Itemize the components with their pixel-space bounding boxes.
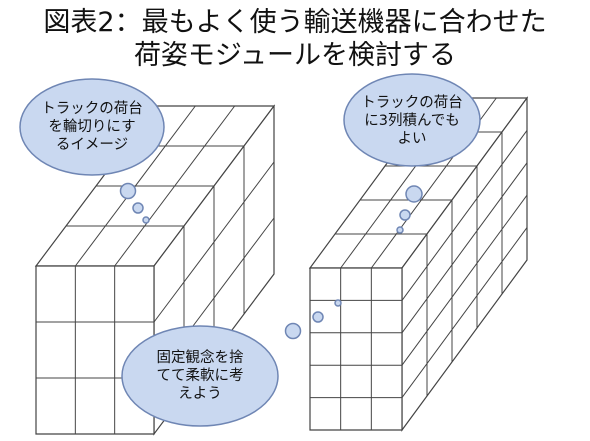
thought-dot [284,322,302,340]
bubble-left-line-2: を輪切りにす [48,119,136,135]
bubble-right-line-2: に3列積んでも [364,113,460,129]
diagram-title: 図表2：最もよく使う輸送機器に合わせた 荷姿モジュールを検討する [0,6,590,72]
grid-line [114,105,236,267]
thought-dot [132,202,144,214]
bubble-bottom-line-3: えよう [178,386,222,402]
front-face [309,267,403,431]
grid-line [401,162,528,334]
grid-line [401,194,528,366]
grid-line [401,227,528,398]
bubble-left-line-3: るイメージ [55,137,129,153]
thought-dot [396,226,404,234]
title-line-2: 荷姿モジュールを検討する [133,40,457,71]
bubble-left-text: トラックの荷台 を輪切りにす るイメージ [30,100,154,154]
thought-dot [405,185,423,203]
grid-line [74,105,196,267]
thought-dot [142,216,150,224]
bubble-bottom-line-2: てて柔軟に考 [156,368,244,384]
bubble-right-text: トラックの荷台 に3列積んでも よい [350,94,474,148]
bubble-right-line-1: トラックの荷台 [361,95,463,111]
thought-dot [399,209,411,221]
bubble-bottom-text: 固定観念を捨 てて柔軟に考 えよう [138,349,262,403]
thought-dot [312,311,324,323]
thought-bubble-right [343,73,481,234]
grid-line [401,130,528,301]
thought-bubble-left [19,78,165,224]
bubble-bottom-line-1: 固定観念を捨 [156,350,244,366]
bubble-right-line-3: よい [397,131,427,147]
title-line-1: 図表2：最もよく使う輸送機器に合わせた [43,7,547,38]
grid-line [153,161,275,323]
bubble-left-line-1: トラックの荷台 [41,101,143,117]
thought-bubble-bottom [121,299,342,427]
thought-dot [119,182,137,200]
thought-dot [334,299,342,307]
